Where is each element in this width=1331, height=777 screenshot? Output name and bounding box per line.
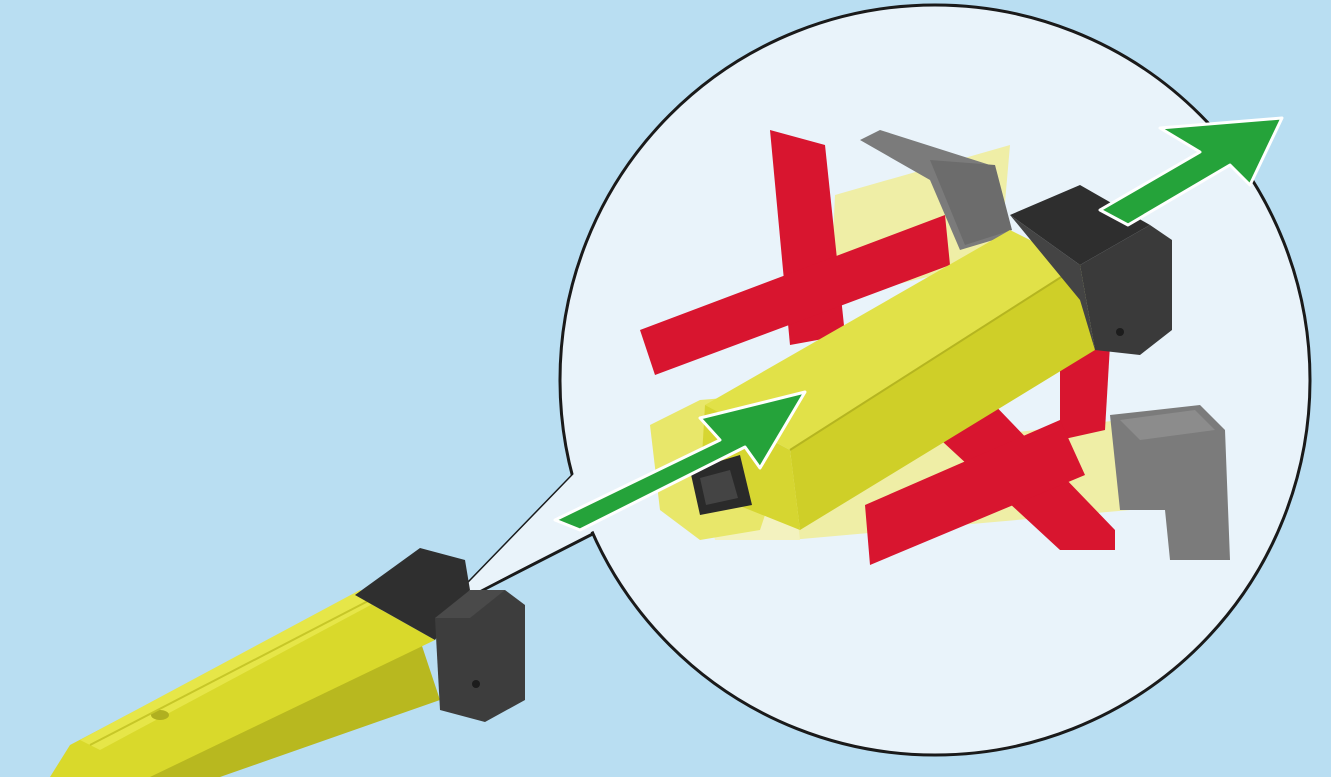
assembly-illustration	[0, 0, 1331, 777]
illustration-canvas	[0, 0, 1331, 777]
